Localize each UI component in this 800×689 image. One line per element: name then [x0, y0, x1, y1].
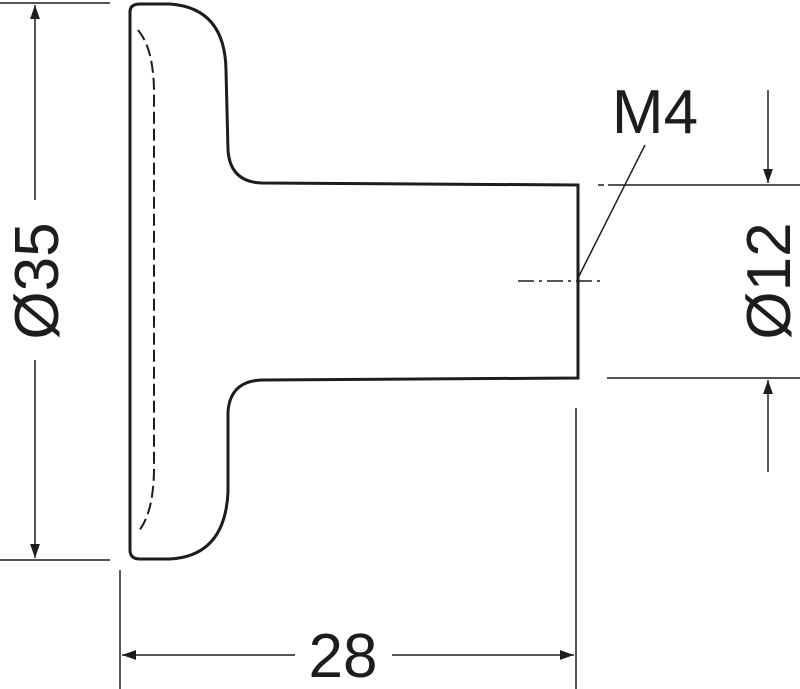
knob-hidden-curve [137, 29, 156, 533]
thread-label: M4 [612, 78, 698, 147]
head-diameter-label: Ø35 [3, 222, 72, 339]
knob-outline [128, 2, 580, 561]
length-label: 28 [309, 622, 378, 689]
thread-leader-line [577, 144, 646, 279]
shaft-diameter-label: Ø12 [735, 222, 800, 339]
